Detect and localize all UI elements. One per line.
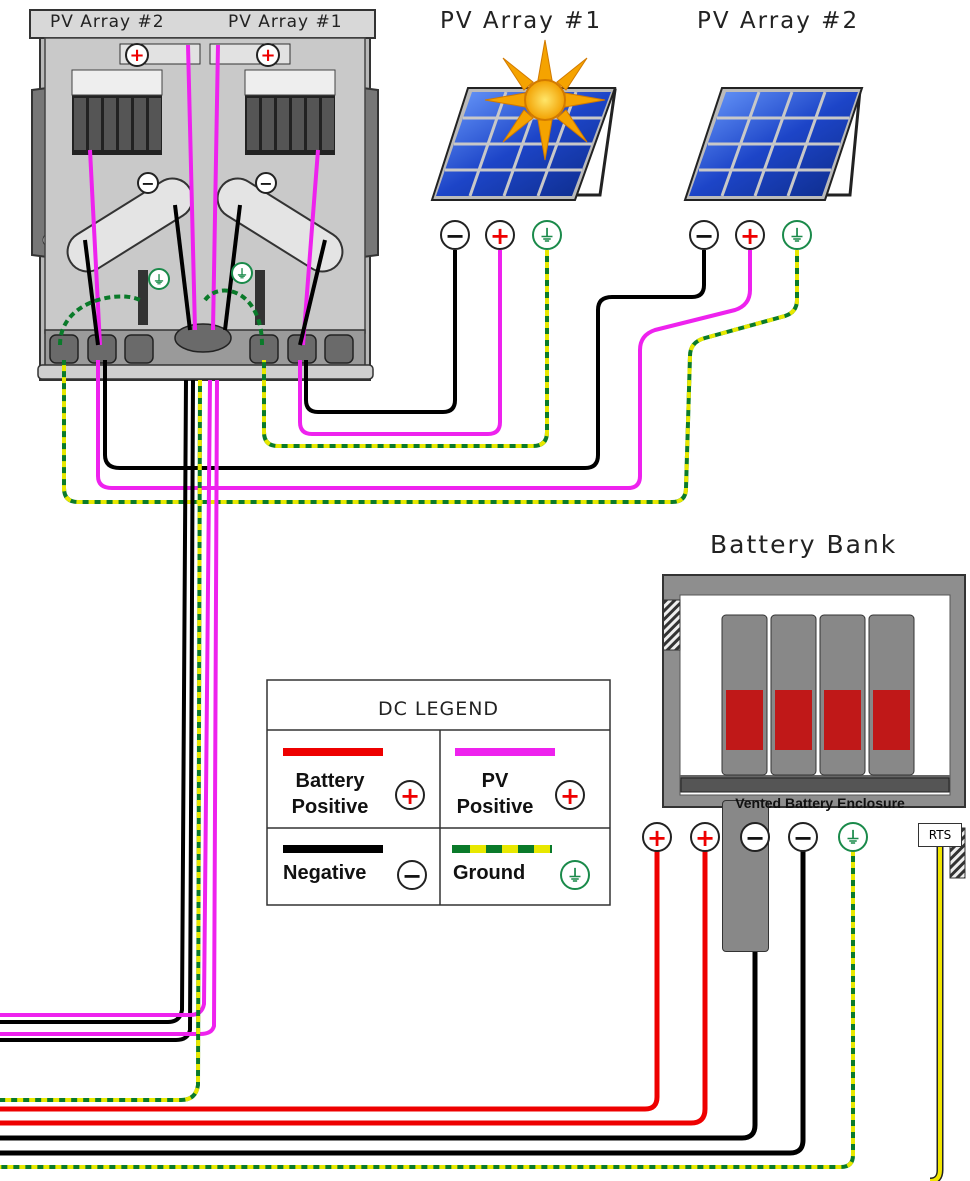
pv2-negative-terminal-icon: −	[689, 220, 719, 250]
pv2-ground-terminal-icon: ⏚	[782, 220, 812, 250]
battery-row-top	[721, 614, 915, 776]
combiner-negative-left-icon: −	[137, 172, 159, 194]
combiner-negative-right-icon: −	[255, 172, 277, 194]
combiner-output-wiring	[0, 379, 219, 1102]
combiner-ground-right-icon: ⏚	[231, 262, 253, 284]
battery-bank-title: Battery Bank	[710, 530, 898, 559]
battery-wiring	[0, 845, 944, 1181]
pv1-ground-terminal-icon: ⏚	[532, 220, 562, 250]
sun-icon	[484, 39, 606, 161]
battery-ground-terminal-icon: ⏚	[838, 822, 868, 852]
battery-positive-terminal-2-icon: +	[690, 822, 720, 852]
pv-array-1-title: PV Array #1	[440, 8, 603, 34]
pv2-positive-terminal-icon: +	[735, 220, 765, 250]
pv-array-2-panel	[683, 87, 864, 201]
legend-ground-icon: ⏚	[560, 860, 590, 890]
legend-battery-positive-line1: Battery	[295, 770, 365, 792]
legend-battery-positive-line2: Positive	[291, 796, 369, 818]
combiner-label-right: PV Array #1	[228, 12, 343, 32]
legend-ground: Ground	[453, 862, 526, 884]
legend-battery-positive-icon: +	[395, 780, 425, 810]
combiner-label-left: PV Array #2	[50, 12, 165, 32]
legend-negative: Negative	[283, 862, 367, 884]
combiner-positive-left-icon: +	[125, 43, 149, 67]
breaker-bank-left	[71, 69, 163, 155]
enclosure-label: Vented Battery Enclosure	[735, 795, 905, 811]
combiner-positive-right-icon: +	[256, 43, 280, 67]
legend-pv-positive-line1: PV	[481, 770, 509, 792]
rts-label: RTS	[918, 823, 962, 847]
legend-negative-icon: −	[397, 860, 427, 890]
dc-legend	[266, 679, 611, 906]
legend-pv-positive: PV Positive	[440, 768, 550, 820]
pv-array-1-panel	[430, 39, 617, 201]
battery-negative-terminal-2-icon: −	[788, 822, 818, 852]
breaker-bank-right	[244, 69, 336, 155]
pv-array-2-title: PV Array #2	[697, 8, 860, 34]
legend-pv-positive-icon: +	[555, 780, 585, 810]
combiner-box	[29, 9, 379, 381]
pv1-negative-terminal-icon: −	[440, 220, 470, 250]
legend-pv-positive-line2: Positive	[456, 796, 534, 818]
battery-enclosure	[662, 574, 966, 879]
battery-negative-terminal-1-icon: −	[740, 822, 770, 852]
pv1-positive-terminal-icon: +	[485, 220, 515, 250]
legend-title: DC LEGEND	[377, 698, 500, 720]
combiner-ground-left-icon: ⏚	[148, 268, 170, 290]
battery-positive-terminal-1-icon: +	[642, 822, 672, 852]
pv-wiring	[62, 250, 799, 504]
legend-battery-positive: Battery Positive	[280, 768, 380, 820]
